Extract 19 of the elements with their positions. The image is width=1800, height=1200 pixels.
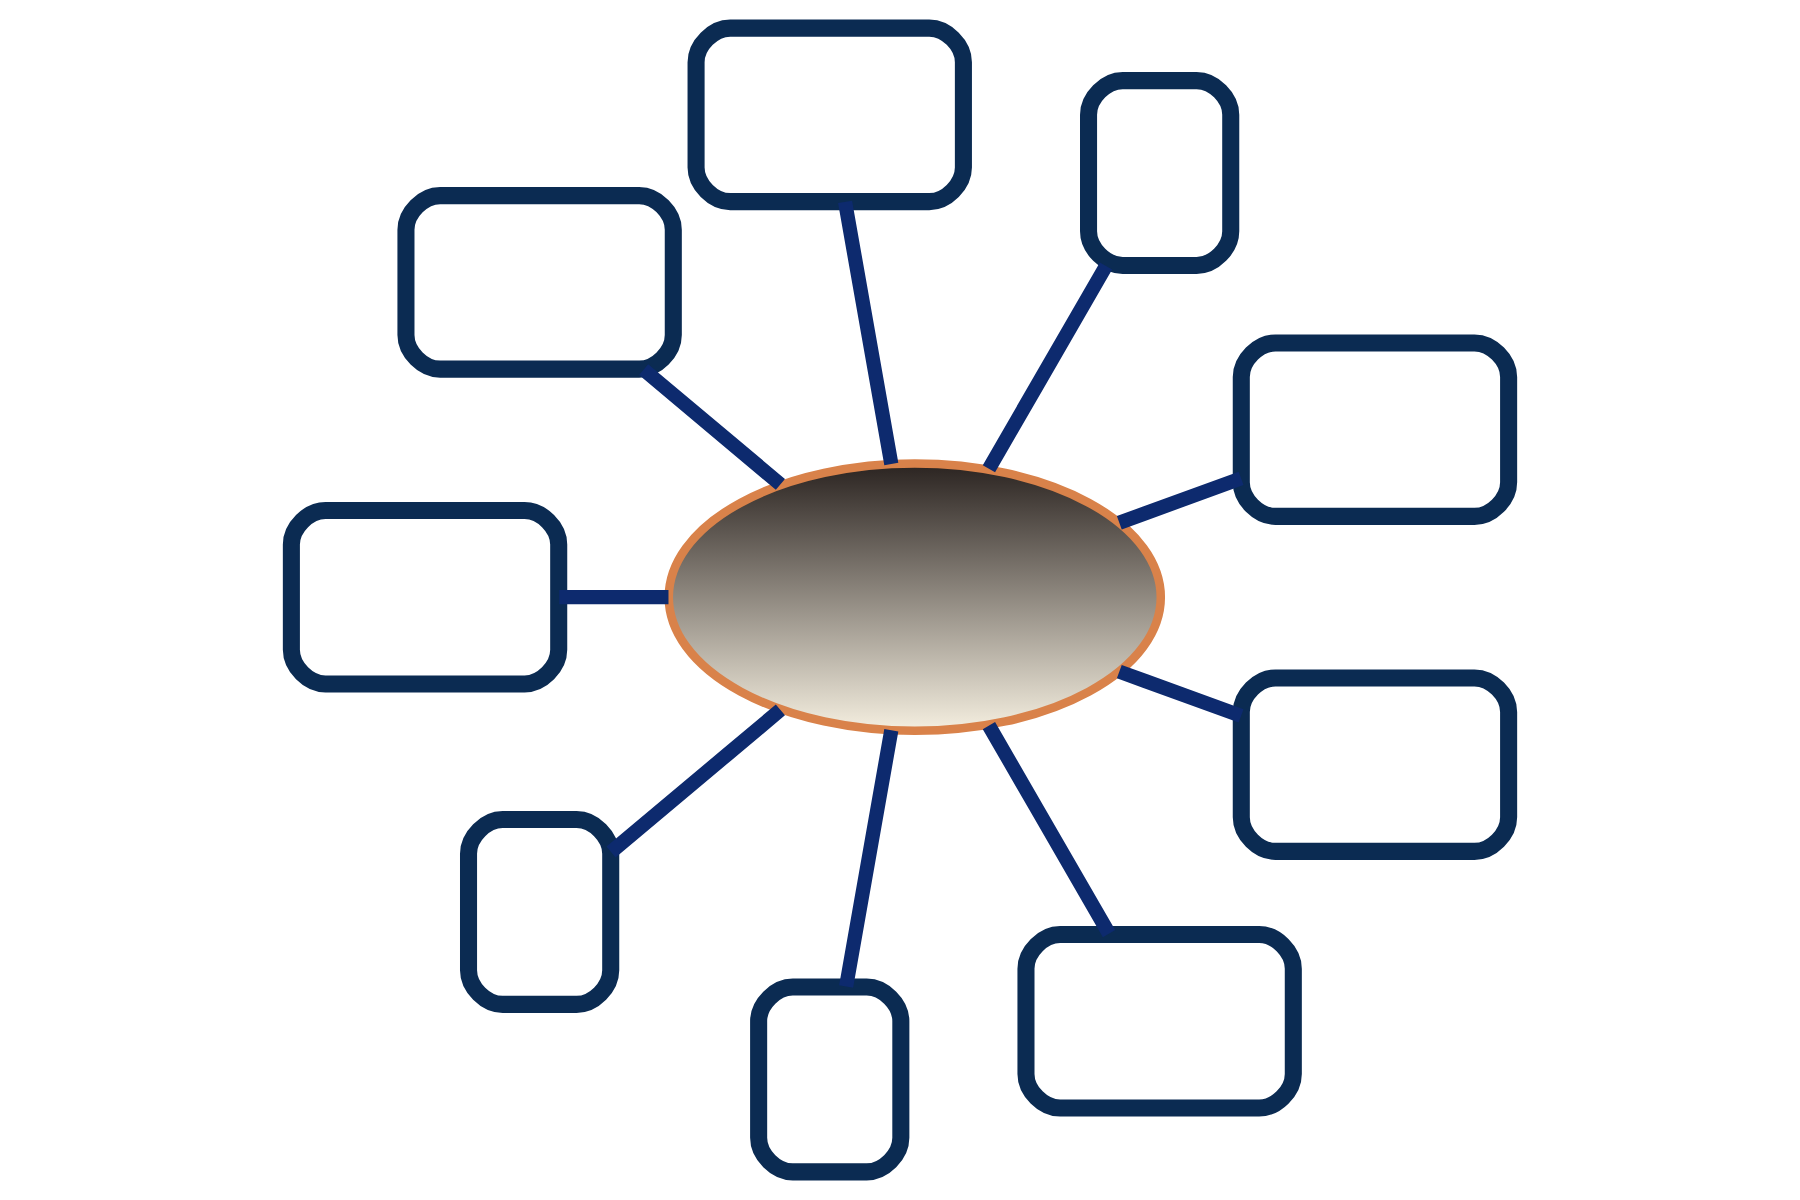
node-laptop <box>687 19 972 211</box>
connector <box>1116 664 1244 723</box>
node-tablet <box>750 978 910 1181</box>
connector <box>559 590 669 605</box>
node-laptop <box>397 187 682 378</box>
node-cloud <box>664 459 1166 736</box>
node-laptop <box>1017 926 1302 1117</box>
connector <box>839 729 899 988</box>
connector <box>838 200 899 466</box>
connector <box>1116 471 1244 530</box>
connector <box>606 704 785 858</box>
node-laptop <box>1232 334 1518 525</box>
node-tablet <box>460 811 620 1013</box>
node-laptop <box>282 501 568 693</box>
connector <box>639 364 785 490</box>
connector <box>982 722 1116 938</box>
node-laptop <box>1232 669 1518 860</box>
node-tablet <box>1080 72 1240 274</box>
connector <box>982 262 1113 473</box>
